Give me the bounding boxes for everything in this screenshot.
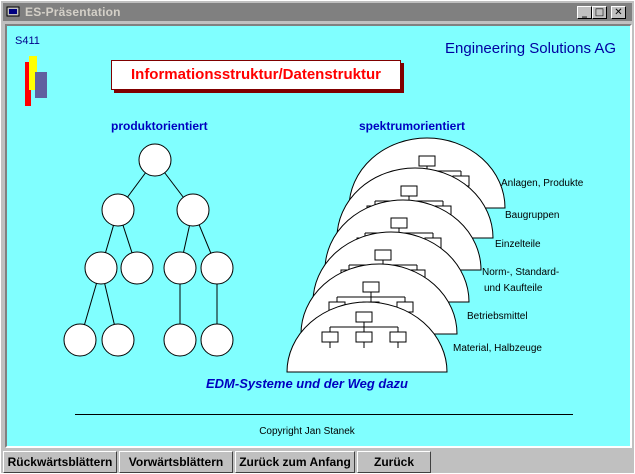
level-label: Betriebsmittel — [467, 311, 528, 322]
go-to-start-button[interactable]: Zurück zum Anfang — [235, 451, 355, 473]
product-tree-diagram — [63, 143, 234, 357]
heading-product: produktorientiert — [111, 119, 208, 133]
level-label: Material, Halbzeuge — [453, 343, 542, 354]
slide-title-box: Informationsstruktur/Datenstruktur — [111, 60, 401, 90]
slide-subtitle: EDM-Systeme und der Weg dazu — [205, 376, 408, 391]
company-logo — [25, 56, 47, 106]
return-button[interactable]: Zurück — [357, 451, 431, 473]
level-label: Anlagen, Produkte — [501, 178, 584, 189]
copyright: Copyright Jan Stanek — [259, 426, 355, 437]
forward-button[interactable]: Vorwärtsblättern — [119, 451, 233, 473]
back-button[interactable]: Rückwärtsblättern — [3, 451, 117, 473]
level-label: Norm-, Standard- — [482, 267, 560, 278]
maximize-button[interactable]: □ — [592, 6, 607, 19]
level-label: Baugruppen — [505, 210, 560, 221]
divider — [75, 414, 573, 415]
slide-title: Informationsstruktur/Datenstruktur — [130, 66, 382, 83]
slide-id: S411 — [15, 35, 40, 47]
company-name: Engineering Solutions AG — [445, 40, 616, 57]
close-button[interactable]: ✕ — [611, 6, 626, 19]
level-label: und Kaufteile — [484, 283, 543, 294]
window-title: ES-Präsentation — [25, 5, 121, 19]
minimize-button[interactable]: _ — [577, 6, 592, 19]
maximize-icon: □ — [594, 7, 605, 18]
app-icon[interactable] — [6, 4, 22, 20]
close-icon: ✕ — [614, 7, 623, 18]
minimize-icon: _ — [582, 7, 587, 18]
title-bar: ES-Präsentation _ □ ✕ — [3, 3, 632, 21]
spectrum-diagram — [286, 137, 506, 373]
level-label: Einzelteile — [495, 239, 541, 250]
heading-spectrum: spektrumorientiert — [359, 119, 466, 133]
slide-area: S411 Engineering Solutions AG Informatio… — [5, 24, 632, 448]
